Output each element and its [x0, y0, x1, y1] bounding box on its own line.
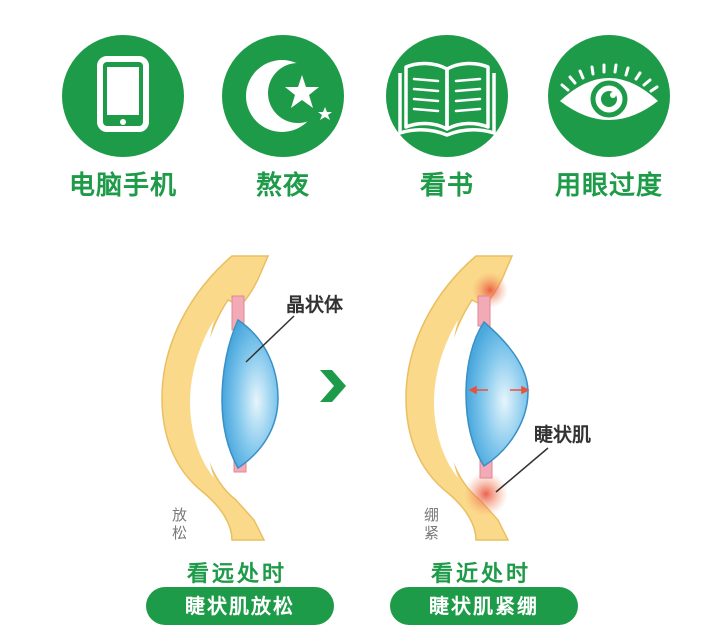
tense-pill: 睫状肌紧绷 — [390, 587, 578, 625]
eye-icon-circle — [548, 35, 670, 157]
tense-eye — [405, 255, 549, 541]
icon-label-late-night: 熬夜 — [255, 171, 310, 201]
tablet-icon — [97, 56, 149, 132]
chevron-right-icon — [320, 370, 346, 402]
relaxed-state-label: 放松 — [172, 506, 188, 542]
icon-label-eye-strain: 用眼过度 — [554, 171, 663, 201]
relaxed-lens — [221, 318, 279, 470]
icon-label-screens: 电脑手机 — [68, 171, 177, 201]
tablet-icon-circle — [62, 35, 184, 157]
far-view-caption: 看远处时 — [186, 562, 287, 587]
muscle-callout-line — [495, 447, 549, 493]
open-book-icon-circle — [386, 35, 508, 157]
eye-icon — [560, 63, 659, 120]
relaxed-eye — [161, 255, 295, 541]
near-view-caption: 看近处时 — [430, 562, 531, 587]
relaxed-pill: 睫状肌放松 — [146, 587, 334, 625]
open-book-icon — [398, 61, 496, 137]
icon-label-reading: 看书 — [419, 171, 474, 201]
moon-stars-icon-circle — [222, 35, 344, 157]
relaxed-sclera-gap — [190, 320, 214, 478]
relaxed-tissue — [161, 255, 270, 541]
tension-arrows — [468, 385, 530, 395]
lens-callout: 晶状体 — [286, 294, 344, 316]
tense-sclera-gap — [434, 320, 458, 478]
tense-lens — [465, 320, 529, 468]
moon-stars-icon — [246, 60, 332, 132]
tense-tissue — [405, 255, 514, 541]
tense-state-label: 绷紧 — [424, 506, 440, 542]
lens-callout-line — [245, 315, 295, 363]
ciliary-muscle-callout: 睫状肌 — [534, 424, 592, 446]
tense-glow-bottom — [464, 472, 508, 516]
